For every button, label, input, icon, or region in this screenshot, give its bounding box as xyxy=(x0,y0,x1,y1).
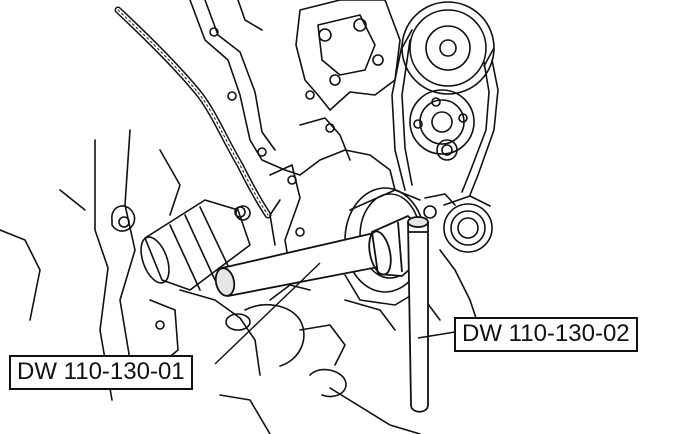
engine-bracket xyxy=(295,0,401,161)
leader-line-02 xyxy=(417,331,456,339)
engine-block-left xyxy=(0,129,181,401)
timing-cover xyxy=(189,0,396,271)
callout-label-t-handle: DW 110-130-02 xyxy=(454,317,638,352)
drive-belt xyxy=(391,39,499,196)
tool-t-handle xyxy=(407,216,429,413)
callout-text-01: DW 110-130-01 xyxy=(17,358,185,385)
oil-filter xyxy=(140,199,251,291)
upper-pulley xyxy=(401,1,495,95)
wiring-harness xyxy=(114,6,272,219)
crankshaft-pulley xyxy=(423,193,493,253)
leader-line-01 xyxy=(214,262,321,365)
callout-text-02: DW 110-130-02 xyxy=(462,320,630,347)
callout-label-socket-bar: DW 110-130-01 xyxy=(9,355,193,390)
tensioner-pulley xyxy=(409,89,475,161)
